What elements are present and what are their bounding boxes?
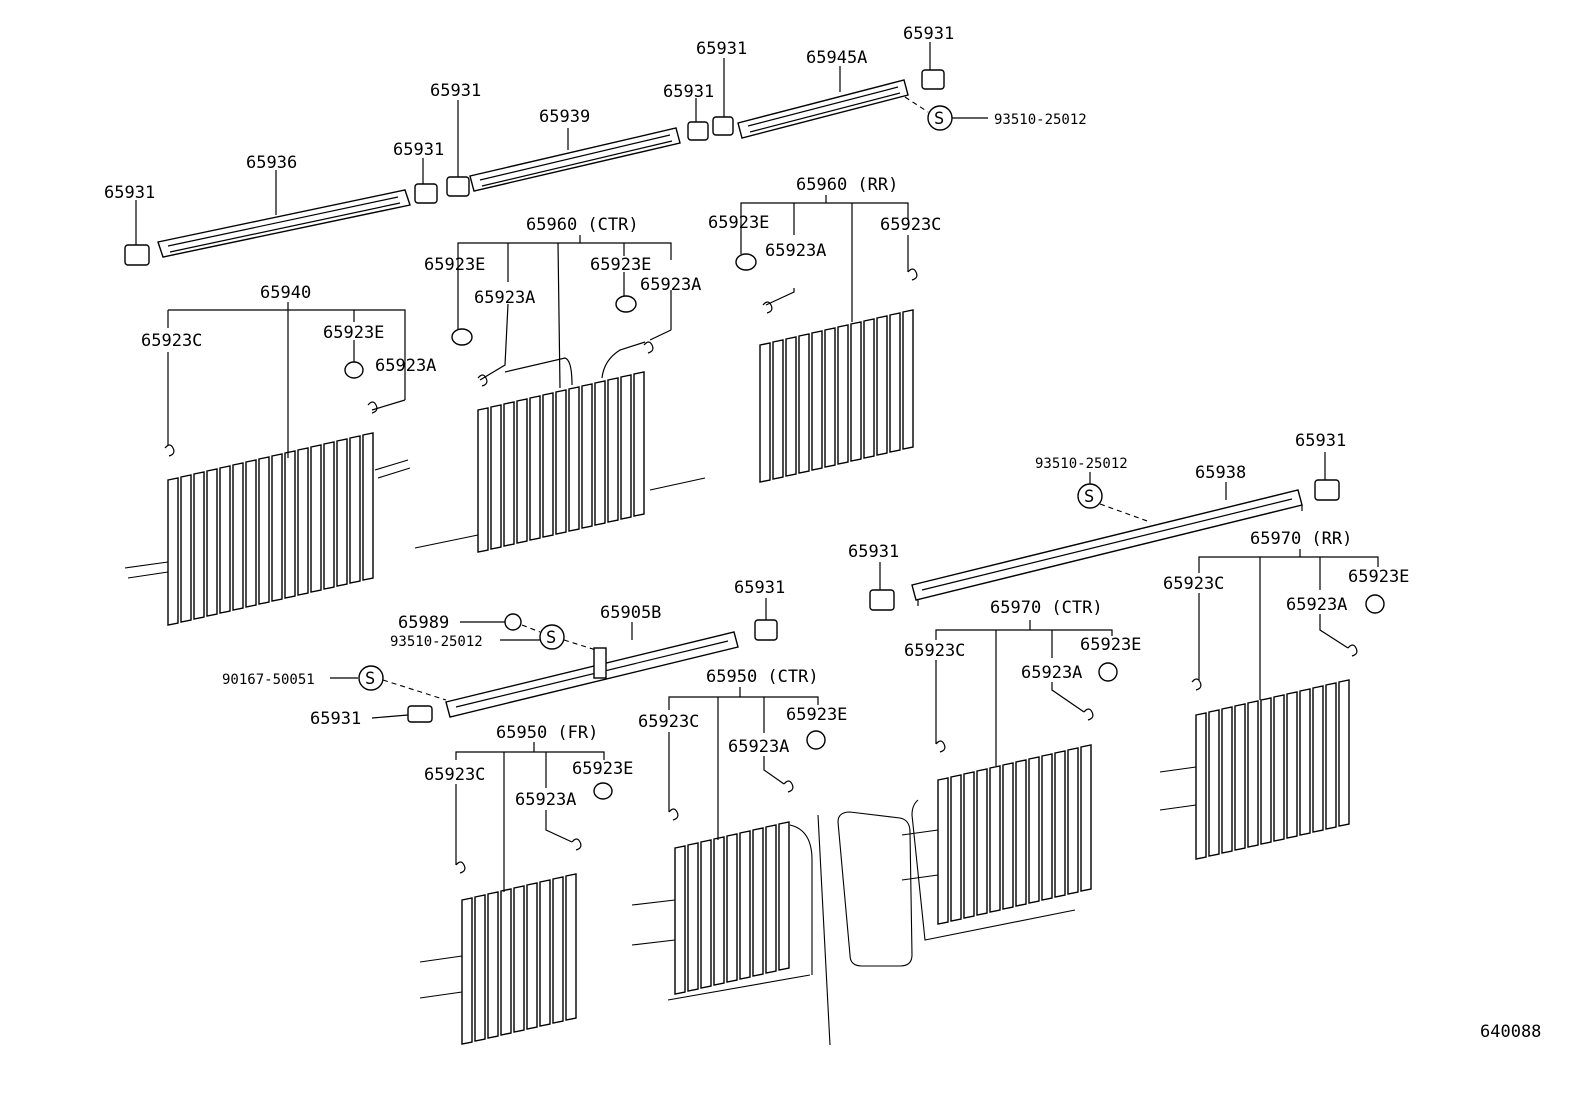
blind-65960-ctr [414, 371, 706, 553]
label-90167: 90167-50051 [222, 672, 315, 688]
label-65960-rr: 65960 (RR) [796, 175, 898, 195]
label-65931-c: 65931 [430, 81, 481, 101]
label-65931-g: 65931 [1295, 431, 1346, 451]
end-cap-65931-a [124, 244, 150, 266]
label-65939: 65939 [539, 107, 590, 127]
rail-65945A [737, 79, 909, 139]
label-65938: 65938 [1195, 463, 1246, 483]
label-65931-i: 65931 [734, 578, 785, 598]
s-mark-right: S [1084, 487, 1094, 507]
label-65945A: 65945A [806, 48, 867, 68]
label-65923E-70ctr: 65923E [1080, 635, 1141, 655]
part-labels: 65931 65936 65931 65931 65939 65931 6593… [104, 24, 1541, 1042]
label-65923A-rr: 65923A [765, 241, 826, 261]
leader-lines [135, 42, 1379, 892]
label-65931-f: 65931 [903, 24, 954, 44]
label-65923E-50fr: 65923E [572, 759, 633, 779]
label-65923E-70rr: 65923E [1348, 567, 1409, 587]
blind-65940 [124, 432, 411, 626]
label-65989: 65989 [398, 613, 449, 633]
rail-65938 [911, 489, 1303, 606]
end-cap-65931-f [921, 69, 945, 90]
blind-65970-rr [1159, 679, 1350, 860]
caps-65923E [344, 253, 1385, 800]
label-65923C-rr: 65923C [880, 215, 941, 235]
label-65923E-left: 65923E [323, 323, 384, 343]
label-65923A-70rr: 65923A [1286, 595, 1347, 615]
label-65936: 65936 [246, 153, 297, 173]
end-cap-65931-b [414, 183, 438, 204]
label-65931-d: 65931 [663, 82, 714, 102]
screw-symbol-mid [539, 624, 565, 650]
label-93510-top: 93510-25012 [994, 112, 1087, 128]
label-65923A-50ctr: 65923A [728, 737, 789, 757]
label-65931-h: 65931 [848, 542, 899, 562]
label-93510-mid: 93510-25012 [390, 634, 483, 650]
blind-65950-fr [419, 873, 577, 1045]
label-65931-b: 65931 [393, 140, 444, 160]
label-65931-j: 65931 [310, 709, 361, 729]
blind-65960-rr [759, 309, 914, 483]
label-65923E-ctr2: 65923E [590, 255, 651, 275]
label-65923A-ctr2: 65923A [640, 275, 701, 295]
label-65923A-50fr: 65923A [515, 790, 576, 810]
label-65923A-70ctr: 65923A [1021, 663, 1082, 683]
label-65923A-ctr1: 65923A [474, 288, 535, 308]
end-cap-65931-d [687, 121, 709, 141]
rail-65939 [469, 127, 681, 192]
label-65923C-50fr: 65923C [424, 765, 485, 785]
label-65923C-70rr: 65923C [1163, 574, 1224, 594]
end-cap-65931-i [754, 619, 778, 641]
label-65931-e: 65931 [696, 39, 747, 59]
s-mark-90167: S [365, 669, 375, 689]
end-cap-65931-j [407, 705, 433, 723]
label-65923E-ctr1: 65923E [424, 255, 485, 275]
end-cap-65931-c [446, 176, 470, 197]
label-65905B: 65905B [600, 603, 661, 623]
label-65923C-70ctr: 65923C [904, 641, 965, 661]
label-65923C-50ctr: 65923C [638, 712, 699, 732]
s-mark-top: S [934, 109, 944, 129]
rail-65936 [157, 189, 411, 258]
figure-code: 640088 [1480, 1022, 1541, 1042]
hooks-65923A-65923C [164, 268, 1358, 874]
label-65923C-left: 65923C [141, 331, 202, 351]
label-65923E-rr: 65923E [708, 213, 769, 233]
door-window-outline [837, 811, 913, 967]
screw-symbol-90167 [358, 665, 384, 691]
end-cap-65931-g [1314, 479, 1340, 501]
end-cap-65931-h [869, 589, 895, 611]
label-65960-ctr: 65960 (CTR) [526, 215, 639, 235]
label-65923A-left: 65923A [375, 356, 436, 376]
label-65950-fr: 65950 (FR) [496, 723, 598, 743]
blind-65970-ctr [901, 744, 1092, 941]
label-65931-a: 65931 [104, 183, 155, 203]
blind-65950-ctr [631, 821, 813, 1001]
label-65950-ctr: 65950 (CTR) [706, 667, 819, 687]
label-65970-ctr: 65970 (CTR) [990, 598, 1103, 618]
label-93510-right: 93510-25012 [1035, 456, 1128, 472]
bumper-65989 [504, 613, 522, 631]
screw-letters: S S S S [365, 109, 1094, 689]
rail-65905B [445, 631, 739, 718]
end-cap-65931-e [712, 116, 734, 136]
s-mark-mid: S [546, 628, 556, 648]
label-65940: 65940 [260, 283, 311, 303]
label-65923E-50ctr: 65923E [786, 705, 847, 725]
label-65970-rr: 65970 (RR) [1250, 529, 1352, 549]
